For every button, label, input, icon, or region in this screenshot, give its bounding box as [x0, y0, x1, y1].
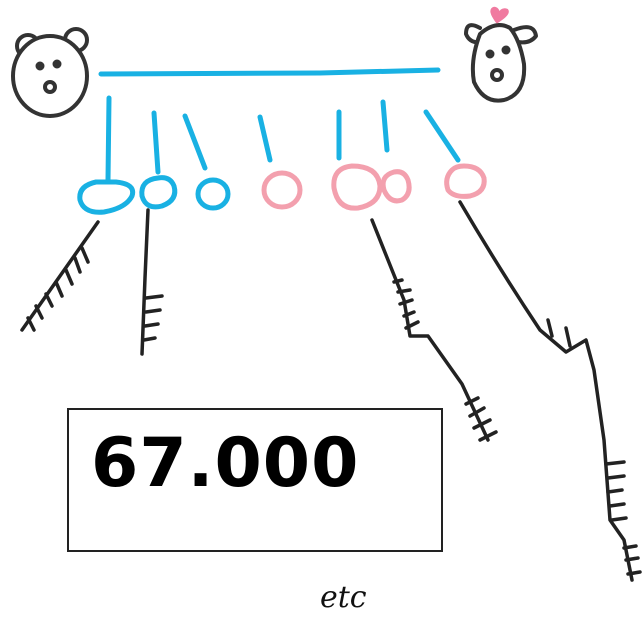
male-offspring — [77, 175, 231, 215]
offspring-3-circle — [195, 177, 231, 211]
descendant-lineages — [20, 200, 642, 582]
head — [11, 34, 89, 118]
offspring-count: 67.000 — [91, 424, 360, 503]
eye — [52, 59, 62, 69]
drop-line — [105, 95, 112, 183]
offspring-4-circle — [261, 170, 303, 210]
etc-note: etc — [320, 580, 367, 615]
drop-line — [423, 109, 461, 163]
female-offspring — [261, 163, 487, 211]
eye — [35, 61, 45, 71]
drop-line — [380, 99, 390, 153]
nose — [490, 68, 504, 82]
eye — [501, 45, 511, 55]
nose — [43, 80, 57, 94]
right-ear — [512, 25, 538, 45]
head — [470, 23, 527, 103]
offspring-2-circle — [139, 175, 178, 210]
lineage-2 — [140, 208, 164, 356]
offspring-5-circle — [331, 163, 383, 211]
lineage-3 — [370, 218, 498, 442]
offspring-1-circle — [77, 179, 136, 215]
lineage-1 — [20, 220, 100, 332]
offspring-6-circle — [380, 169, 412, 204]
offspring-count-box: 67.000 — [67, 408, 443, 552]
lineage-4 — [458, 200, 642, 582]
eye — [485, 49, 495, 59]
female-parent-bear-icon — [464, 23, 538, 103]
offspring-drop-lines — [105, 95, 461, 183]
drop-line — [182, 113, 208, 171]
offspring-7-circle — [444, 163, 487, 199]
drop-line — [257, 114, 273, 163]
parents-connection-line — [98, 67, 441, 77]
heart-icon — [490, 6, 509, 24]
male-parent-bear-icon — [11, 27, 89, 118]
drop-line — [151, 110, 161, 175]
